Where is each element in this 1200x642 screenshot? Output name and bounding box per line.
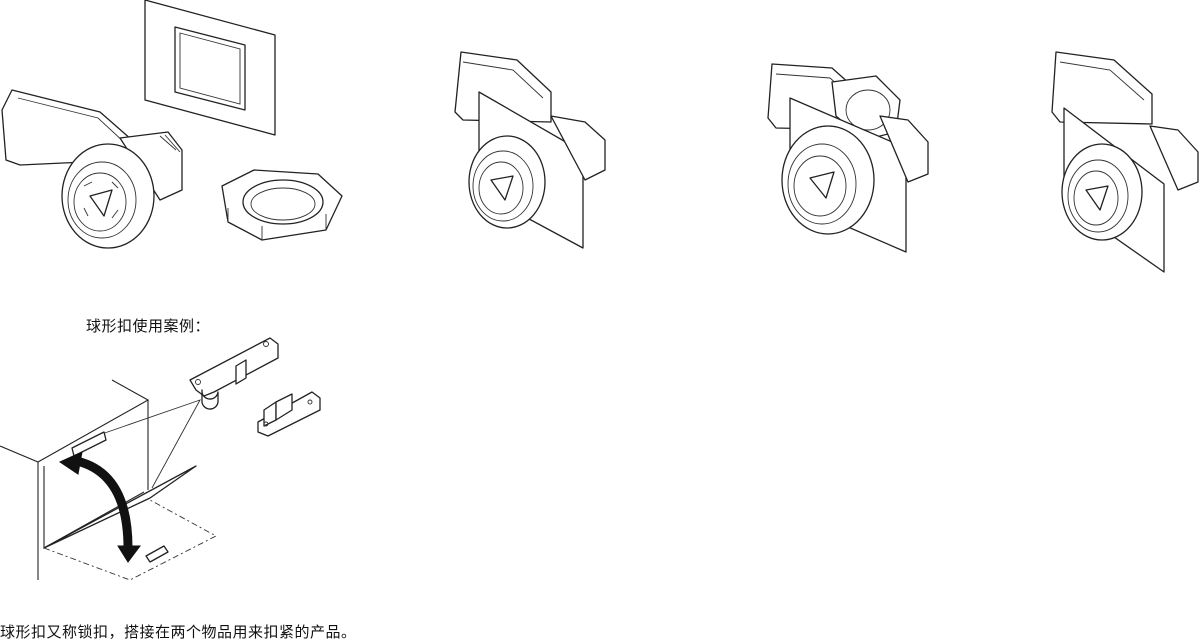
assembled-lock-1 xyxy=(454,51,606,249)
cabinet-usage-example xyxy=(0,379,217,581)
lock-body xyxy=(61,131,183,249)
assembled-lock-2 xyxy=(767,63,929,253)
product-description: 球形扣又称锁扣，搭接在两个物品用来扣紧的产品。 xyxy=(0,623,357,641)
hex-nut xyxy=(221,169,343,241)
panel-plate xyxy=(144,0,276,136)
exploded-cam-lock xyxy=(1,0,343,249)
usage-example-title: 球形扣使用案例： xyxy=(86,317,211,335)
assembled-lock-3 xyxy=(1051,51,1199,273)
clasp-parts-detail xyxy=(189,337,321,437)
